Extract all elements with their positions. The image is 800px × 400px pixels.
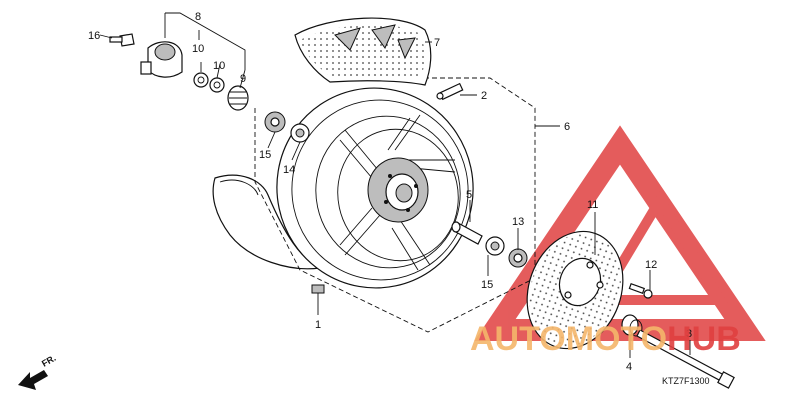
speedometer-gearbox <box>140 41 183 78</box>
speedometer-gear <box>227 85 249 111</box>
front-direction-arrow: FR. <box>18 353 58 390</box>
svg-text:AUTOMOTOHUB: AUTOMOTOHUB <box>470 320 741 358</box>
callout-2: 2 <box>481 90 487 102</box>
watermark-hub: HUB <box>667 320 741 358</box>
callout-3: 3 <box>686 328 692 340</box>
callout-10b: 10 <box>213 60 225 72</box>
watermark-auto: AUTO <box>470 320 566 358</box>
callout-12: 12 <box>645 259 657 271</box>
callout-16: 15 <box>259 149 271 161</box>
callout-7: 7 <box>434 37 440 49</box>
brake-disc <box>526 230 624 350</box>
callout-10a: 10 <box>192 43 204 55</box>
washer-10b <box>209 77 225 93</box>
callout-15b: 15 <box>481 279 493 291</box>
callout-13: 16 <box>88 30 100 42</box>
disc-bolt <box>628 282 653 299</box>
callout-15a: 14 <box>283 164 295 176</box>
callout-6: 6 <box>564 121 570 133</box>
clip-1 <box>311 284 325 294</box>
watermark-moto: MOTO <box>566 320 667 358</box>
direction-label: FR. <box>40 353 58 369</box>
callout-4: 4 <box>626 361 632 373</box>
washer-10a <box>193 72 209 88</box>
valve <box>436 82 464 101</box>
watermark-logo <box>474 125 766 341</box>
wheel-rim <box>276 87 474 289</box>
screw-13 <box>109 33 135 47</box>
front-axle <box>636 329 735 389</box>
distance-collar <box>451 221 483 245</box>
callout-8: 8 <box>195 11 201 23</box>
callout-9: 9 <box>240 73 246 85</box>
assembly-box <box>254 77 536 333</box>
callout-14: 13 <box>512 216 524 228</box>
callout-1: 1 <box>315 319 321 331</box>
leader-lines <box>99 12 691 358</box>
drawing-code: KTZ7F1300 <box>662 376 710 386</box>
callout-11: 11 <box>587 199 598 211</box>
watermark-text: AUTOMOTOHUB <box>470 320 741 358</box>
callout-5: 5 <box>466 189 472 201</box>
tire-section <box>294 17 432 86</box>
